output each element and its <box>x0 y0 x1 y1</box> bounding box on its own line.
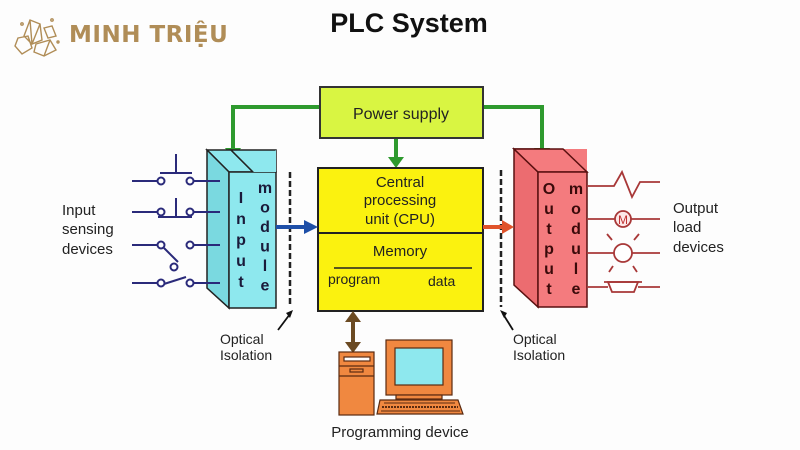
input-module-word-input: Input <box>236 190 246 291</box>
input-module-word-module-letter: l <box>263 258 267 275</box>
input-module-word-module-letter: o <box>260 200 270 217</box>
input-devices-label-3: devices <box>62 241 113 258</box>
power-supply-label: Power supply <box>353 106 449 123</box>
cpu-label-line-1: Central <box>376 174 424 191</box>
cpu-programming-arrow <box>345 311 361 353</box>
computer-monitor-icon <box>385 339 453 400</box>
output-module-word-output: Output <box>543 181 555 298</box>
power-arrow-center <box>388 157 404 168</box>
input-module-word-input-letter: I <box>239 190 243 207</box>
power-line-right <box>483 105 544 150</box>
output-module-word-output-letter: t <box>546 281 552 298</box>
output-module-word-output-letter: O <box>543 181 555 198</box>
programming-device <box>338 339 464 416</box>
output-devices: M <box>587 169 660 293</box>
output-module-word-module-letter: o <box>571 201 581 218</box>
input-module-word-module-letter: m <box>258 180 272 197</box>
input-device-pushbutton-2 <box>132 198 220 218</box>
input-devices-label-2: sensing <box>62 221 114 238</box>
optical-isolation-pointer-left <box>277 313 291 331</box>
programming-device-label: Programming device <box>331 424 469 441</box>
input-devices <box>132 154 220 288</box>
crystal-icon <box>14 18 60 57</box>
output-devices-label-2: load <box>673 219 701 236</box>
output-module-word-module-letter: d <box>571 221 581 238</box>
heater-icon <box>587 169 660 200</box>
output-module-word-module-letter: l <box>574 261 578 278</box>
brand-name: MINH TRIỆU <box>69 22 229 48</box>
computer-tower-icon <box>338 351 375 416</box>
input-device-pushbutton-1 <box>132 154 220 186</box>
output-module-word-output-letter: t <box>546 221 552 238</box>
output-module-word-output-letter: u <box>544 201 554 218</box>
input-module-word-input-letter: n <box>236 211 246 228</box>
input-module-word-module-letter: d <box>260 219 270 236</box>
input-devices-label-1: Input <box>62 202 96 219</box>
optical-isolation-right-label-2: Isolation <box>513 347 565 363</box>
output-module-word-module-letter: u <box>571 241 581 258</box>
output-module-word-module-letter: e <box>572 281 581 298</box>
cpu-label-line-3: unit (CPU) <box>365 211 435 228</box>
optical-isolation-right-label-1: Optical <box>513 331 557 347</box>
output-module-word-module-letter: m <box>569 181 583 198</box>
motor-label: M <box>618 213 628 227</box>
power-line-left <box>231 105 320 150</box>
horn-icon <box>587 281 660 293</box>
keyboard-icon <box>376 399 464 415</box>
input-device-switch-1 <box>132 240 220 272</box>
output-devices-label-3: devices <box>673 239 724 256</box>
cpu-box: Central processing unit (CPU) Memory pro… <box>317 167 484 312</box>
page-title: PLC System <box>330 8 488 38</box>
memory-label: Memory <box>373 243 428 260</box>
optical-isolation-left-label-2: Isolation <box>220 347 272 363</box>
power-supply-box: Power supply <box>319 86 484 139</box>
input-module-word-input-letter: t <box>238 274 244 291</box>
input-to-cpu-arrowhead <box>304 220 318 234</box>
output-module-word-output-letter: u <box>544 261 554 278</box>
memory-program-label: program <box>328 271 380 287</box>
input-module-word-input-letter: p <box>236 232 246 249</box>
cpu-to-output-arrowhead <box>502 220 514 234</box>
memory-data-label: data <box>428 273 455 289</box>
optical-isolation-left-label-1: Optical <box>220 331 264 347</box>
input-module-word-module-letter: u <box>260 239 270 256</box>
motor-icon: M <box>587 210 660 228</box>
input-device-switch-2 <box>132 276 220 288</box>
output-devices-label-1: Output <box>673 200 719 217</box>
lamp-icon <box>587 233 660 273</box>
output-module-word-output-letter: p <box>544 241 554 258</box>
input-module-word-module-letter: e <box>261 278 270 295</box>
cpu-label-line-2: processing <box>364 192 437 209</box>
input-module-word-input-letter: u <box>236 253 246 270</box>
